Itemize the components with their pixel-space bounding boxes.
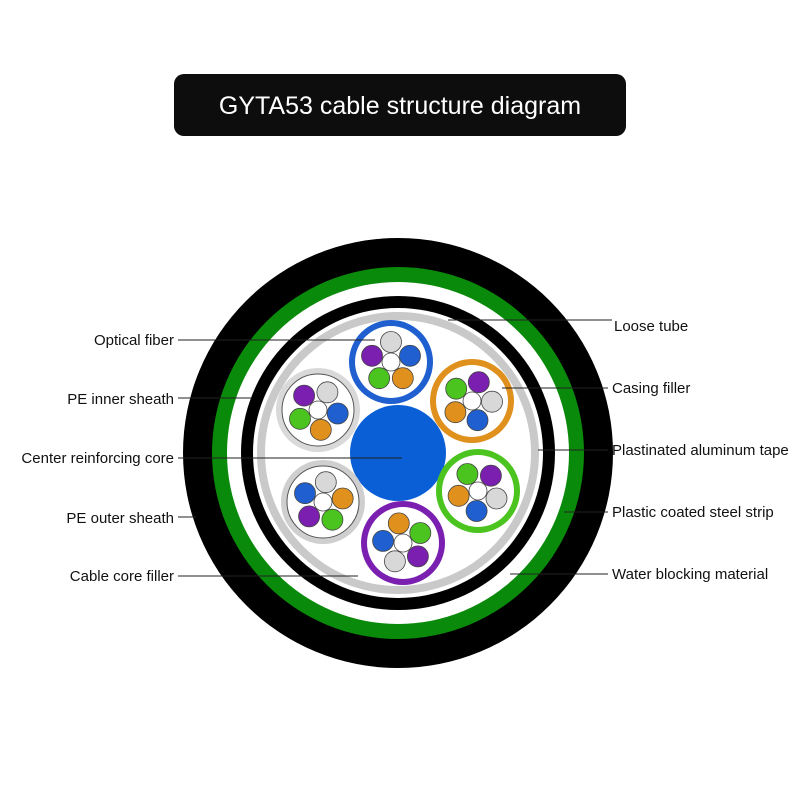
optical-fiber	[313, 492, 333, 512]
optical-fiber	[381, 352, 401, 372]
optical-fiber	[387, 512, 410, 535]
loose-tube-3	[436, 449, 520, 533]
optical-fiber	[361, 344, 383, 367]
optical-fiber	[444, 401, 467, 424]
optical-fiber	[406, 545, 429, 568]
optical-fiber	[380, 331, 402, 353]
optical-fiber	[321, 508, 344, 531]
loose-tube-2	[430, 359, 514, 443]
optical-fiber	[294, 482, 316, 505]
title-banner-background	[174, 74, 626, 136]
optical-fiber	[485, 487, 508, 510]
optical-fiber	[293, 384, 316, 407]
optical-fiber	[383, 550, 406, 573]
optical-fiber	[331, 487, 354, 510]
optical-fiber	[399, 344, 421, 367]
leader-lines	[178, 319, 612, 577]
loose-tubes-group	[276, 320, 520, 585]
optical-fiber	[479, 464, 502, 487]
optical-fiber	[298, 505, 321, 528]
label-optical-fiber: Optical fiber	[94, 332, 174, 349]
optical-fiber	[372, 530, 395, 552]
optical-fiber	[481, 390, 503, 413]
optical-fiber	[316, 381, 339, 404]
loose-tube-5	[281, 460, 365, 544]
left-labels: Optical fiber PE inner sheath Center rei…	[21, 332, 174, 585]
label-water-blocking-material: Water blocking material	[612, 566, 768, 583]
optical-fiber	[447, 484, 470, 507]
optical-fiber	[309, 418, 332, 441]
optical-fiber	[445, 377, 468, 400]
label-center-reinforcing-core: Center reinforcing core	[21, 450, 174, 467]
label-cable-core-filler: Cable core filler	[70, 568, 174, 585]
optical-fiber	[393, 533, 413, 553]
optical-fiber	[468, 481, 488, 501]
title-banner: GYTA53 cable structure diagram	[174, 74, 626, 136]
optical-fiber	[462, 391, 482, 411]
loose-tube-4	[361, 501, 445, 585]
right-labels: Loose tube Casing filler Plastinated alu…	[612, 318, 789, 583]
optical-fiber	[456, 463, 479, 485]
optical-fiber	[368, 367, 391, 390]
optical-fiber	[326, 402, 349, 425]
label-plastic-coated-steel-strip: Plastic coated steel strip	[612, 504, 774, 521]
optical-fiber	[308, 400, 328, 420]
label-pe-outer-sheath: PE outer sheath	[66, 510, 174, 527]
label-loose-tube: Loose tube	[614, 318, 688, 335]
cable-cross-section	[183, 238, 613, 668]
optical-fiber	[391, 367, 414, 390]
optical-fiber	[409, 522, 432, 544]
center-reinforcing-core	[350, 405, 446, 501]
loose-tube-outline	[286, 465, 360, 539]
optical-fiber	[465, 500, 488, 522]
label-pe-inner-sheath: PE inner sheath	[67, 391, 174, 408]
optical-fiber	[467, 371, 490, 394]
optical-fiber	[314, 471, 337, 494]
label-casing-filler: Casing filler	[612, 380, 690, 397]
optical-fiber	[289, 407, 311, 430]
loose-tube-6	[276, 368, 360, 452]
diagram-title: GYTA53 cable structure diagram	[219, 92, 581, 120]
loose-tube-outline	[281, 373, 355, 447]
label-plastinated-aluminum-tape: Plastinated aluminum tape	[612, 442, 789, 459]
optical-fiber	[466, 409, 489, 432]
loose-tube-1	[349, 320, 433, 404]
